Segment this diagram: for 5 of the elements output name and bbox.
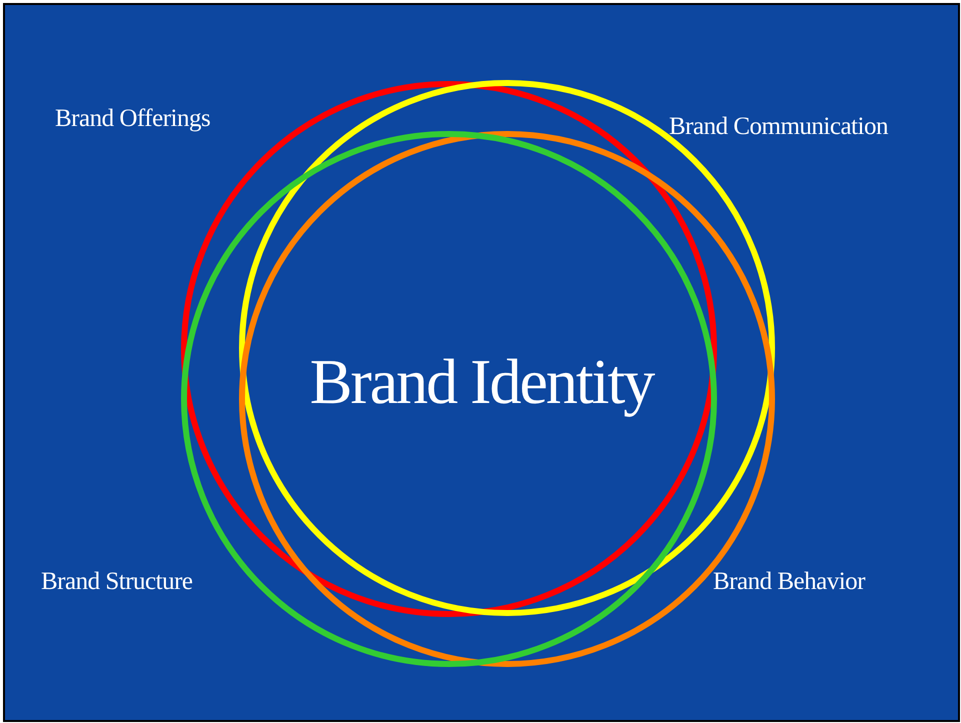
ring-label: Brand Offerings [55, 105, 210, 133]
center-title: Brand Identity [310, 346, 654, 417]
ring-label: Brand Communication [669, 113, 888, 141]
ring-label: Brand Structure [41, 568, 192, 596]
ring-label: Brand Behavior [713, 568, 865, 596]
